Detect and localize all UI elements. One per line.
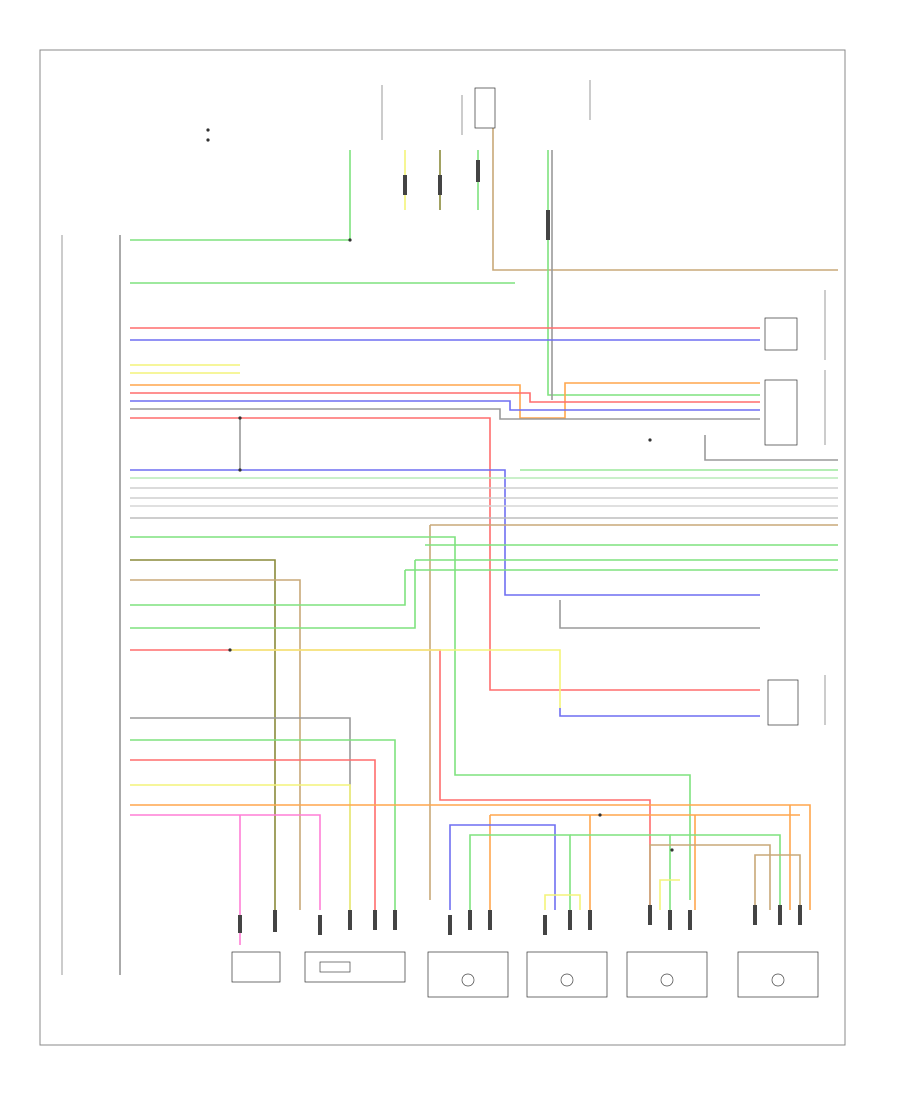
- wire-red: [130, 649, 651, 905]
- connector-mark: [798, 905, 802, 925]
- left-mode-actuator-box: [626, 951, 708, 998]
- sunload-sensor-box: [764, 379, 798, 446]
- splice-dot: [670, 848, 674, 852]
- wire-green: [130, 739, 396, 910]
- wire-yellow: [230, 649, 561, 708]
- connector-mark: [543, 915, 547, 935]
- wire-olive: [130, 559, 276, 910]
- connector-mark: [568, 910, 572, 930]
- left-sensor-box: [764, 317, 798, 351]
- connector-marks: [238, 160, 802, 935]
- connector-mark: [238, 915, 242, 933]
- connector-mark: [588, 910, 592, 930]
- splice-dot: [598, 813, 602, 817]
- right-mode-actuator-box: [737, 951, 819, 998]
- splice-dots: [206, 128, 674, 852]
- splice-dot: [206, 138, 210, 142]
- wire-green: [130, 536, 691, 900]
- connector-mark: [348, 910, 352, 930]
- connector-mark: [373, 910, 377, 930]
- actuator-symbols: [319, 961, 785, 987]
- motor-symbol: [771, 973, 785, 987]
- module-symbol: [319, 961, 351, 973]
- wire-blue: [559, 708, 760, 717]
- splice-dot: [348, 238, 352, 242]
- wire-blue: [130, 469, 760, 596]
- wire-tan: [754, 854, 801, 910]
- splice-dot: [238, 468, 242, 472]
- connector-mark: [403, 175, 407, 195]
- wire-green: [570, 834, 671, 910]
- connector-mark: [668, 910, 672, 930]
- motor-symbol: [560, 973, 574, 987]
- ac-control-module-box: [304, 951, 406, 983]
- connector-mark: [448, 915, 452, 935]
- wire-blue: [449, 824, 556, 910]
- connector-mark: [438, 175, 442, 195]
- splice-dot: [238, 416, 242, 420]
- wire-green: [130, 560, 416, 629]
- wire-red: [130, 417, 760, 691]
- wire-yellow: [544, 894, 581, 910]
- wire-blue: [130, 400, 760, 411]
- recirc-motor-box: [427, 951, 509, 998]
- connector-mark: [753, 905, 757, 925]
- connector-mark: [488, 910, 492, 930]
- wire-green: [130, 570, 406, 606]
- wire-green: [547, 150, 760, 396]
- connector-mark: [688, 910, 692, 930]
- wire-green: [670, 834, 781, 910]
- connector-mark: [273, 910, 277, 932]
- wire-tan: [130, 579, 301, 910]
- motor-symbol: [660, 973, 674, 987]
- splice-dot: [648, 438, 652, 442]
- pressure-sensor-box: [767, 679, 799, 726]
- wire-yellow: [659, 879, 680, 910]
- wire-gray: [704, 435, 838, 461]
- wire-yellow: [130, 784, 351, 910]
- wire-green: [469, 834, 571, 910]
- splice-dot: [228, 648, 232, 652]
- connector-mark: [468, 910, 472, 930]
- top-connector-box: [474, 87, 496, 129]
- passenger-switch-box: [231, 951, 281, 983]
- wire-gray: [559, 600, 760, 629]
- wire-red: [130, 759, 376, 910]
- motor-symbol: [461, 973, 475, 987]
- connector-mark: [778, 905, 782, 925]
- connector-mark: [318, 915, 322, 935]
- wire-green: [130, 150, 351, 241]
- wire-tan: [492, 90, 838, 271]
- blend-door-actuator-box: [526, 951, 608, 998]
- wire-tan: [649, 844, 771, 910]
- connector-mark: [648, 905, 652, 925]
- wire-pink: [130, 814, 321, 910]
- wire-gray: [130, 408, 760, 420]
- connector-mark: [393, 910, 397, 930]
- connector-mark: [476, 160, 480, 182]
- diagram-frame: [39, 49, 846, 1046]
- wire-red: [130, 392, 760, 403]
- wire-orange: [130, 382, 760, 419]
- connector-mark: [546, 210, 550, 240]
- wire-orange: [130, 804, 811, 910]
- splice-dot: [206, 128, 210, 132]
- wire-group: [130, 90, 838, 945]
